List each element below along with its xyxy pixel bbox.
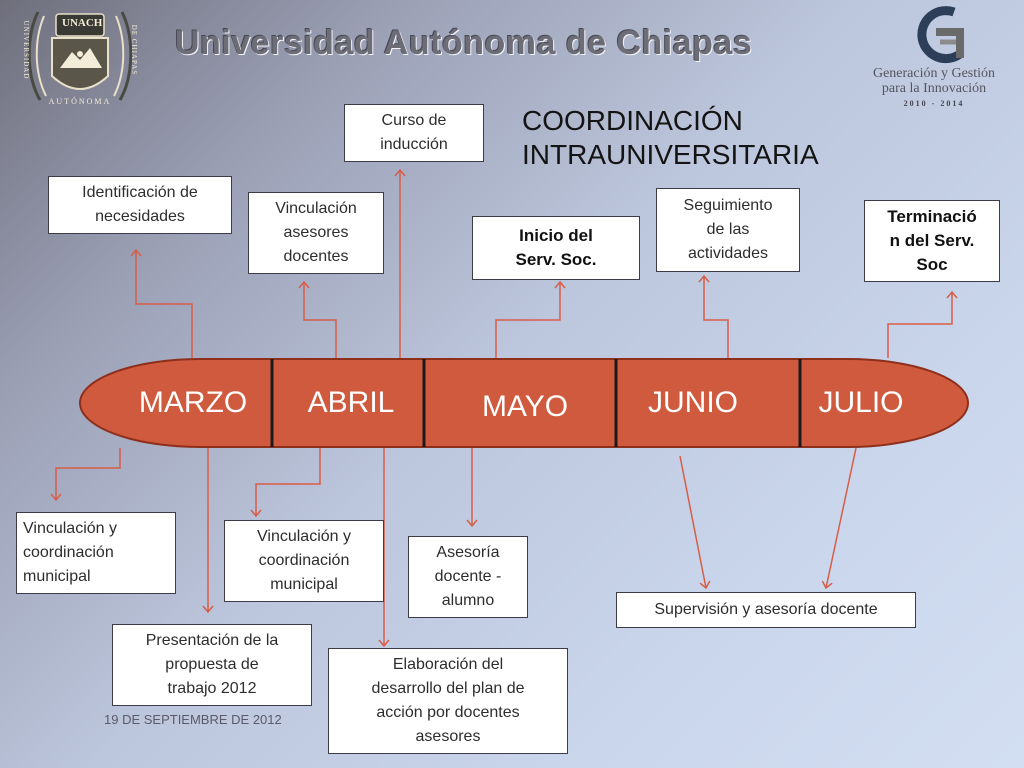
box-elaboracion: Elaboración del desarrollo del plan de a… — [328, 648, 568, 754]
connector-supervision-julio — [821, 447, 857, 590]
university-title: Universidad Autónoma de Chiapas — [175, 24, 753, 62]
box-inicio-serv: Inicio del Serv. Soc. — [472, 216, 640, 280]
connector-terminacion — [887, 290, 958, 358]
box-curso-induccion: Curso de inducción — [344, 104, 484, 162]
month-marzo: MARZO — [138, 386, 248, 419]
box-asesoria: Asesoría docente - alumno — [408, 536, 528, 618]
gg-logo-line1: Generación y Gestión — [872, 66, 996, 81]
month-abril: ABRIL — [307, 386, 395, 419]
generacion-gestion-logo: Generación y Gestión para la Innovación … — [856, 6, 1012, 110]
box-presentacion: Presentación de la propuesta de trabajo … — [112, 624, 312, 706]
connector-inicio-serv — [495, 280, 566, 358]
unach-seal-icon — [27, 11, 133, 101]
unach-logo-name: UNACH — [62, 17, 103, 29]
box-identificacion: Identificación de necesidades — [48, 176, 232, 234]
box-vinculacion-asesores: Vinculación asesores docentes — [248, 192, 384, 274]
unach-logo-bottom-text: AUTÓNOMA — [48, 97, 112, 106]
connector-vinculacion-asesores — [298, 280, 337, 358]
gg-logo-line2: para la Innovación — [881, 81, 987, 96]
month-mayo: MAYO — [481, 390, 569, 423]
timeline-bar — [79, 358, 969, 448]
unach-logo: UNACH UNIVERSIDAD DE CHIAPAS AUTÓNOMA — [16, 6, 144, 113]
connector-vinculacion-municipal-1 — [50, 448, 121, 502]
section-title: COORDINACIÓN INTRAUNIVERSITARIA — [522, 105, 819, 170]
connector-vinculacion-municipal-2 — [250, 448, 321, 518]
box-seguimiento: Seguimiento de las actividades — [656, 188, 800, 272]
box-supervision: Supervisión y asesoría docente — [616, 592, 916, 628]
connector-identificacion — [130, 248, 193, 358]
connector-seguimiento — [698, 274, 729, 358]
gg-emblem-icon — [917, 6, 964, 64]
connector-supervision-junio — [679, 455, 711, 590]
box-vinculacion-municipal-1: Vinculación y coordinación municipal — [16, 512, 176, 594]
box-terminacion: Terminació n del Serv. Soc — [864, 200, 1000, 282]
month-junio: JUNIO — [648, 386, 738, 419]
month-julio: JULIO — [818, 386, 904, 419]
gg-logo-years: 2010 - 2014 — [903, 99, 965, 108]
box-vinculacion-municipal-2: Vinculación y coordinación municipal — [224, 520, 384, 602]
footer-date: 19 DE SEPTIEMBRE DE 2012 — [104, 712, 282, 727]
